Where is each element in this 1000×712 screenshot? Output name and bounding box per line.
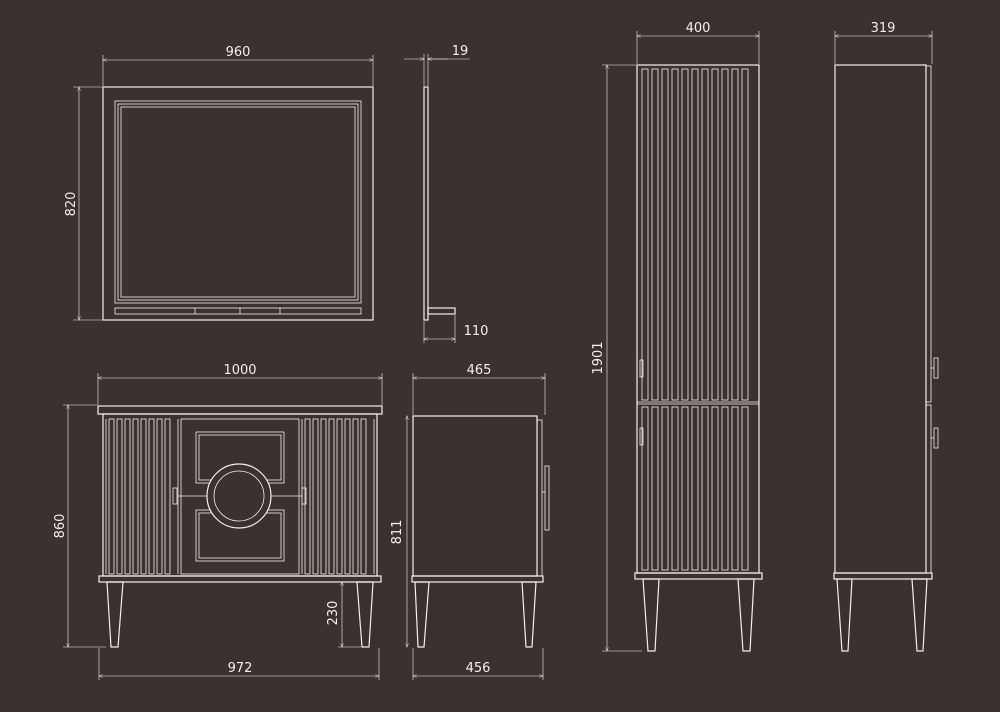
mirror-front-view [102, 86, 374, 321]
flute-line [701, 406, 709, 571]
flute-line [140, 418, 147, 575]
flute-line [148, 418, 155, 575]
mirror-depth-label: 19 [452, 44, 469, 59]
flute-line [731, 68, 739, 401]
dim-column-depth: 319 [835, 21, 932, 64]
dim-column-height: 1901 [591, 65, 642, 651]
vanity-base-depth-label: 456 [466, 661, 491, 676]
flute-line [651, 406, 659, 571]
vanity-height-label: 860 [53, 514, 68, 539]
vanity-base-width-label: 972 [228, 661, 253, 676]
flute-line [701, 68, 709, 401]
vanity-width-label: 1000 [223, 363, 256, 378]
flute-line [711, 68, 719, 401]
flute-line [711, 406, 719, 571]
flute-line [124, 418, 131, 575]
flute-line [304, 418, 311, 575]
flute-line [681, 406, 689, 571]
flute-line [721, 68, 729, 401]
flute-line [328, 418, 335, 575]
flute-line [336, 418, 343, 575]
flute-line [164, 418, 171, 575]
vanity-side-height-label: 811 [390, 520, 405, 545]
flute-line [671, 406, 679, 571]
flute-line [741, 406, 749, 571]
flute-line [641, 68, 649, 401]
flute-line [691, 68, 699, 401]
flute-line [741, 68, 749, 401]
column-depth-label: 319 [871, 21, 896, 36]
dim-vanity-base-width: 972 [99, 648, 379, 680]
mirror-height-label: 820 [64, 192, 79, 217]
flute-line [320, 418, 327, 575]
flute-line [661, 68, 669, 401]
column-height-label: 1901 [591, 341, 606, 374]
flute-line [651, 68, 659, 401]
dim-shelf-depth: 110 [424, 315, 488, 343]
dim-mirror-depth: 19 [404, 44, 470, 86]
column-width-label: 400 [686, 21, 711, 36]
vanity-depth-label: 465 [467, 363, 492, 378]
flute-line [312, 418, 319, 575]
flute-line [681, 68, 689, 401]
mirror-width-label: 960 [226, 45, 251, 60]
flute-line [132, 418, 139, 575]
flute-line [691, 406, 699, 571]
flute-line [360, 418, 367, 575]
dim-mirror-height: 820 [64, 87, 102, 320]
vanity-right-door-flutes [304, 418, 367, 575]
flute-line [116, 418, 123, 575]
vanity-side-view [411, 415, 550, 648]
flute-line [108, 418, 115, 575]
leg-height-label: 230 [326, 601, 341, 626]
vanity-left-door-flutes [108, 418, 171, 575]
dim-vanity-width: 1000 [98, 363, 382, 405]
flute-line [156, 418, 163, 575]
dim-vanity-side-height: 811 [390, 416, 407, 647]
flute-line [721, 406, 729, 571]
flute-line [671, 68, 679, 401]
mirror-side-view [423, 86, 456, 321]
dim-vanity-depth: 465 [413, 363, 545, 415]
dim-vanity-base-depth: 456 [413, 648, 543, 680]
flute-line [352, 418, 359, 575]
shelf-depth-label: 110 [464, 324, 489, 339]
dim-mirror-width: 960 [103, 45, 373, 86]
column-front-view [634, 64, 763, 652]
vanity-front-view [97, 405, 383, 583]
dim-leg-height: 230 [326, 582, 361, 647]
flute-line [731, 406, 739, 571]
column-flutes [641, 68, 749, 571]
flute-line [641, 406, 649, 571]
flute-line [661, 406, 669, 571]
vanity-front-legs [106, 581, 374, 648]
column-side-view [833, 64, 939, 652]
dim-vanity-height: 860 [53, 405, 106, 647]
dim-column-width: 400 [637, 21, 759, 64]
flute-line [344, 418, 351, 575]
